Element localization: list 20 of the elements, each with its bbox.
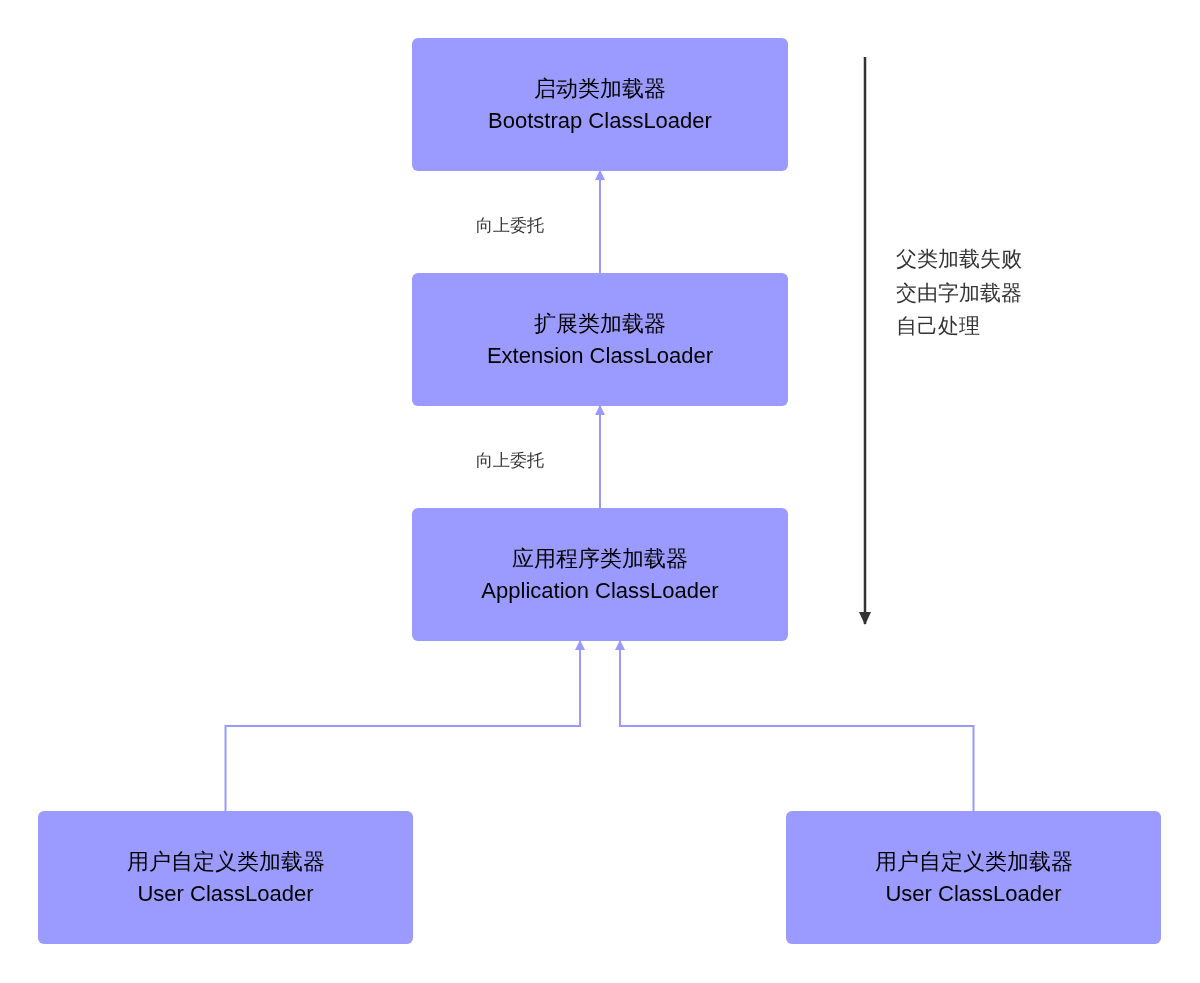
- arrow: [615, 640, 975, 812]
- box-text: 启动类加载器: [534, 74, 666, 103]
- class-loader-box: [786, 811, 1161, 944]
- box-text: 应用程序类加载器: [512, 544, 688, 573]
- box-text: 用户自定义类加载器: [126, 847, 325, 876]
- box-text: 扩展类加载器: [534, 309, 666, 338]
- box-text: Application ClassLoader: [481, 576, 719, 605]
- class-loader-box: [412, 273, 788, 406]
- class-loader-box: [412, 508, 788, 641]
- box-text: Extension ClassLoader: [486, 341, 714, 370]
- class-loader-box: [412, 38, 788, 171]
- class-loader-box: [38, 811, 413, 944]
- box-text: 用户自定义类加载器: [874, 847, 1073, 876]
- arrow: [595, 405, 605, 509]
- arrow: [224, 640, 585, 812]
- box-text: User ClassLoader: [885, 879, 1062, 908]
- note-text: 父类加载失败交由字加载器自己处理: [896, 246, 1023, 340]
- box-text: Bootstrap ClassLoader: [488, 106, 712, 135]
- box-text: User ClassLoader: [137, 879, 314, 908]
- arrow: [595, 170, 605, 274]
